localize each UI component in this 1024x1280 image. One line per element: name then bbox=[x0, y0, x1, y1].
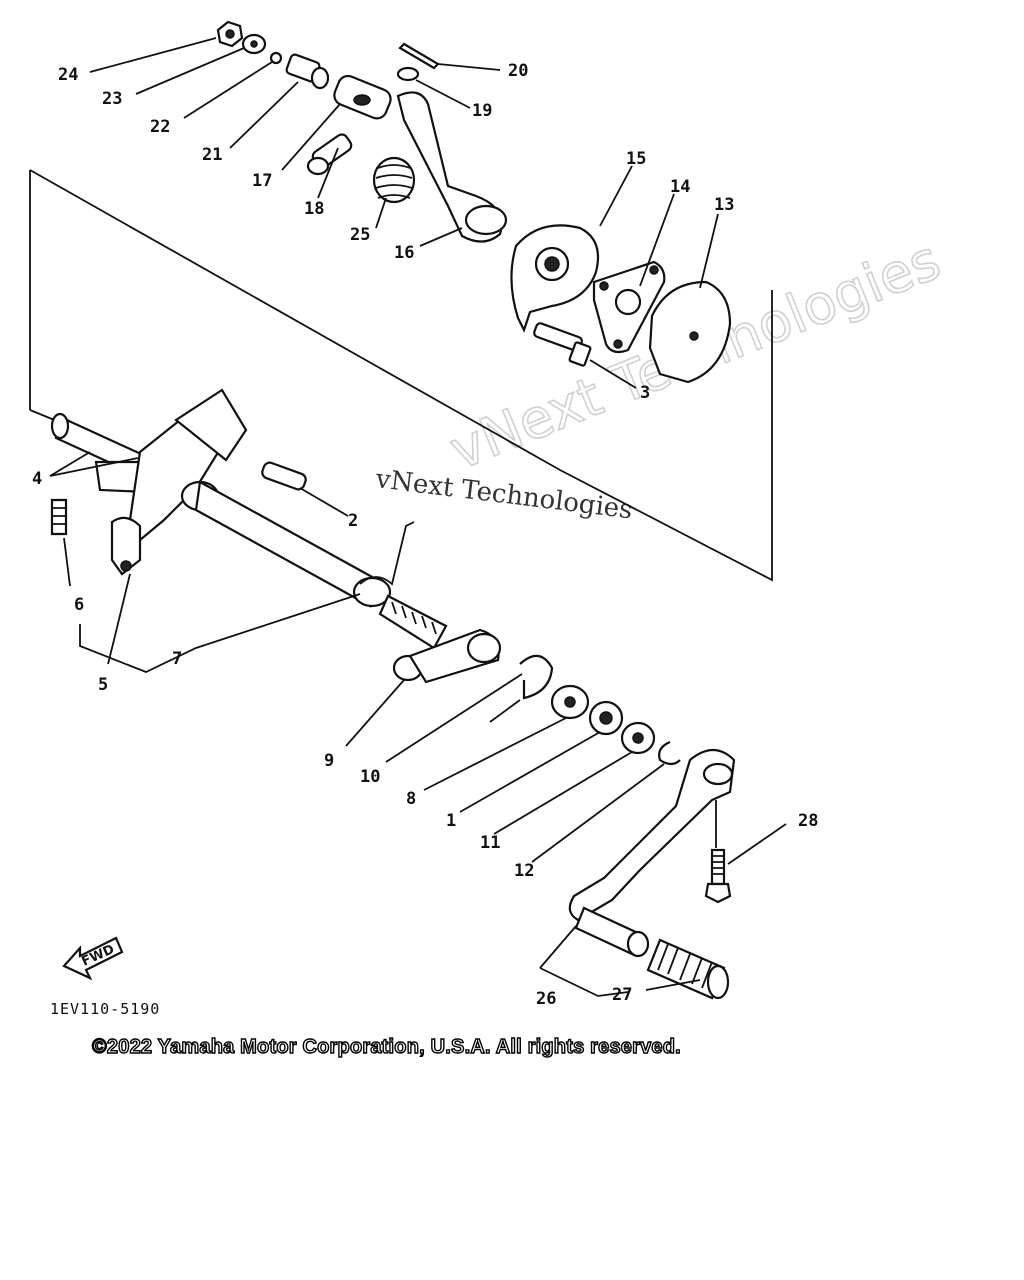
washer-11 bbox=[620, 721, 656, 755]
callout-8: 8 bbox=[406, 789, 416, 809]
spring-10 bbox=[489, 654, 554, 723]
spring-6 bbox=[50, 498, 68, 536]
callout-1: 1 bbox=[446, 811, 456, 831]
pin-2 bbox=[261, 461, 307, 491]
pedal-rubber-27 bbox=[646, 938, 730, 1000]
callout-27: 27 bbox=[612, 985, 632, 1005]
callout-18: 18 bbox=[304, 199, 324, 219]
callout-19: 19 bbox=[472, 101, 492, 121]
callout-11: 11 bbox=[480, 833, 500, 853]
segment-13 bbox=[648, 280, 732, 384]
callout-9: 9 bbox=[324, 751, 334, 771]
cotter-pin-20 bbox=[398, 42, 440, 70]
callout-3: 3 bbox=[640, 383, 650, 403]
washer-23 bbox=[241, 33, 267, 55]
callout-14: 14 bbox=[670, 177, 690, 197]
leader-lines bbox=[49, 37, 787, 997]
callout-5: 5 bbox=[98, 675, 108, 695]
callout-7: 7 bbox=[172, 649, 182, 669]
callout-26: 26 bbox=[536, 989, 556, 1009]
exploded-parts-diagram: vNext Technologies vNext Technologies bbox=[29, 20, 949, 1018]
callout-13: 13 bbox=[714, 195, 734, 215]
callout-6: 6 bbox=[74, 595, 84, 615]
torsion-spring-7 bbox=[359, 521, 415, 586]
plate-14 bbox=[592, 260, 666, 354]
callout-10: 10 bbox=[360, 767, 380, 787]
circlip-12 bbox=[658, 740, 681, 766]
nut-24 bbox=[216, 20, 244, 48]
fwd-arrow-icon: FWD bbox=[62, 936, 124, 981]
callout-20: 20 bbox=[508, 61, 528, 81]
callout-labels: 24 23 22 21 17 18 25 16 20 19 15 14 13 3… bbox=[32, 61, 818, 1009]
shift-shaft-1-assy bbox=[50, 388, 448, 650]
pin-18 bbox=[306, 133, 353, 176]
callout-2: 2 bbox=[348, 511, 358, 531]
callout-4: 4 bbox=[32, 469, 42, 489]
circlip-22 bbox=[269, 51, 283, 65]
callout-12: 12 bbox=[514, 861, 534, 881]
stopper-plate-15 bbox=[510, 224, 600, 333]
change-pedal-26 bbox=[568, 748, 736, 958]
bolt-21 bbox=[285, 53, 330, 90]
washer-8 bbox=[550, 684, 590, 720]
oil-seal-1 bbox=[588, 700, 624, 736]
callout-17: 17 bbox=[252, 171, 272, 191]
callout-24: 24 bbox=[58, 65, 78, 85]
callout-23: 23 bbox=[102, 89, 122, 109]
watermark-small: vNext Technologies bbox=[373, 464, 634, 525]
callout-15: 15 bbox=[626, 149, 646, 169]
callout-28: 28 bbox=[798, 811, 818, 831]
washer-19 bbox=[396, 66, 420, 82]
bolt-3 bbox=[533, 322, 592, 367]
shift-lever-9 bbox=[392, 628, 502, 684]
spring-25 bbox=[372, 156, 416, 204]
callout-25: 25 bbox=[350, 225, 370, 245]
diagram-code: 1EV110-5190 bbox=[50, 1000, 160, 1018]
callout-22: 22 bbox=[150, 117, 170, 137]
shift-arm-16 bbox=[396, 91, 508, 243]
copyright-notice: ©2022 Yamaha Motor Corporation, U.S.A. A… bbox=[91, 1035, 681, 1058]
joint-17 bbox=[333, 74, 392, 120]
bolt-28 bbox=[704, 848, 732, 904]
callout-16: 16 bbox=[394, 243, 414, 263]
lever-5 bbox=[110, 516, 142, 576]
callout-21: 21 bbox=[202, 145, 222, 165]
